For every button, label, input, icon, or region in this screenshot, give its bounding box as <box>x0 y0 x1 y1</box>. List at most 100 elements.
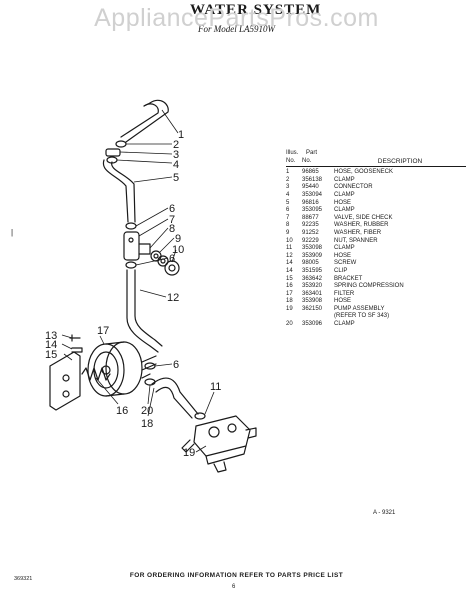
table-row: 5 96816 HOSE <box>286 200 466 208</box>
cell-illus-no: 17 <box>286 290 293 297</box>
callout-16: 16 <box>116 405 128 417</box>
figure-id: A - 9321 <box>373 510 396 516</box>
cell-description: CONNECTOR <box>334 184 373 191</box>
cell-description: CLIP <box>334 267 348 274</box>
cell-part-no: 362150 <box>302 305 323 312</box>
table-row: 8 92235 WASHER, RUBBER <box>286 222 466 230</box>
callout-15: 15 <box>45 349 57 361</box>
cell-description: SCREW <box>334 260 357 267</box>
cell-illus-no: 8 <box>286 222 290 229</box>
cell-illus-no: 5 <box>286 199 290 206</box>
cell-illus-no: 3 <box>286 184 290 191</box>
cell-description: HOSE <box>334 199 352 206</box>
cell-part-no: 351595 <box>302 267 323 274</box>
table-row: 14 351595 CLIP <box>286 268 466 276</box>
cell-part-no: 92235 <box>302 222 319 229</box>
cell-description: CLAMP <box>334 176 355 183</box>
cell-description: FILTER <box>334 290 355 297</box>
cell-description: SPRING COMPRESSION <box>334 283 404 290</box>
table-row: 14 98005 SCREW <box>286 260 466 268</box>
cell-description: (REFER TO SF 343) <box>334 313 390 320</box>
callout-19: 19 <box>183 447 195 459</box>
cell-illus-no: 1 <box>286 169 290 176</box>
header-part: Part <box>306 150 318 156</box>
callout-8: 8 <box>169 223 175 235</box>
cell-description: WASHER, RUBBER <box>334 222 389 229</box>
cell-illus-no: 12 <box>286 252 293 259</box>
clip <box>71 347 83 353</box>
cell-illus-no: 4 <box>286 191 290 198</box>
callout-3: 3 <box>173 149 179 161</box>
cell-part-no: 95440 <box>302 184 319 191</box>
table-row: 15 363642 BRACKET <box>286 276 466 284</box>
cell-description: CLAMP <box>334 321 355 328</box>
cell-illus-no: 11 <box>286 245 293 252</box>
cell-illus-no: 20 <box>286 321 293 328</box>
cell-description: CLAMP <box>334 245 355 252</box>
clamp-20 <box>144 378 156 386</box>
callout-6-lower: 6 <box>173 359 179 371</box>
cell-description: CLAMP <box>334 191 355 198</box>
cell-illus-no: 14 <box>286 260 293 267</box>
callout-5: 5 <box>173 172 179 184</box>
cell-part-no: 353096 <box>302 321 323 328</box>
cell-illus-no: 10 <box>286 237 293 244</box>
cell-part-no: 363401 <box>302 290 323 297</box>
table-row: 4 353094 CLAMP <box>286 192 466 200</box>
cell-part-no: 353920 <box>302 283 323 290</box>
callout-9: 9 <box>175 233 181 245</box>
cell-illus-no: 2 <box>286 176 290 183</box>
document-code: 369321 <box>14 576 33 582</box>
cell-description: VALVE, SIDE CHECK <box>334 214 393 221</box>
table-row: 16 353920 SPRING COMPRESSION <box>286 283 466 291</box>
callout-12: 12 <box>167 292 179 304</box>
cell-part-no: 91252 <box>302 229 319 236</box>
cell-illus-no: 15 <box>286 275 293 282</box>
cell-illus-no: 16 <box>286 283 293 290</box>
cell-part-no: 96865 <box>302 169 319 176</box>
clamp-11 <box>194 412 206 420</box>
cell-part-no: 92229 <box>302 237 319 244</box>
footer-note: FOR ORDERING INFORMATION REFER TO PARTS … <box>129 572 344 579</box>
cell-description: CLAMP <box>334 207 355 214</box>
parts-list-header-top: Illus. Part <box>286 150 466 158</box>
table-row: 3 95440 CONNECTOR <box>286 184 466 192</box>
cell-illus-no: 19 <box>286 305 293 312</box>
washer-fiber <box>157 255 169 267</box>
cell-part-no: 353094 <box>302 191 323 198</box>
hose-18 <box>151 377 199 415</box>
header-description: DESCRIPTION <box>377 157 423 165</box>
cell-part-no: 96816 <box>302 199 319 206</box>
callout-4: 4 <box>173 159 179 171</box>
cell-part-no: 356138 <box>302 176 323 183</box>
callout-1: 1 <box>178 129 184 141</box>
callout-6-middle: 6 <box>169 253 175 265</box>
table-row: (REFER TO SF 343) <box>286 313 466 321</box>
cell-illus-no: 14 <box>286 267 293 274</box>
pump-body <box>193 415 251 457</box>
callout-13: 13 <box>45 330 57 342</box>
header-no-2: No. <box>302 157 312 164</box>
cell-part-no: 98005 <box>302 260 319 267</box>
cell-description: HOSE <box>334 298 352 305</box>
parts-list-header: No. No. DESCRIPTION <box>286 158 466 168</box>
cell-illus-no: 18 <box>286 298 293 305</box>
cell-part-no: 353095 <box>302 207 323 214</box>
cell-part-no: 353909 <box>302 252 323 259</box>
cell-description: BRACKET <box>334 275 363 282</box>
cell-part-no: 363642 <box>302 275 323 282</box>
callout-11: 11 <box>210 381 221 393</box>
table-row: 17 363401 FILTER <box>286 291 466 299</box>
callout-2: 2 <box>173 139 179 151</box>
clamp-2 <box>115 140 127 148</box>
